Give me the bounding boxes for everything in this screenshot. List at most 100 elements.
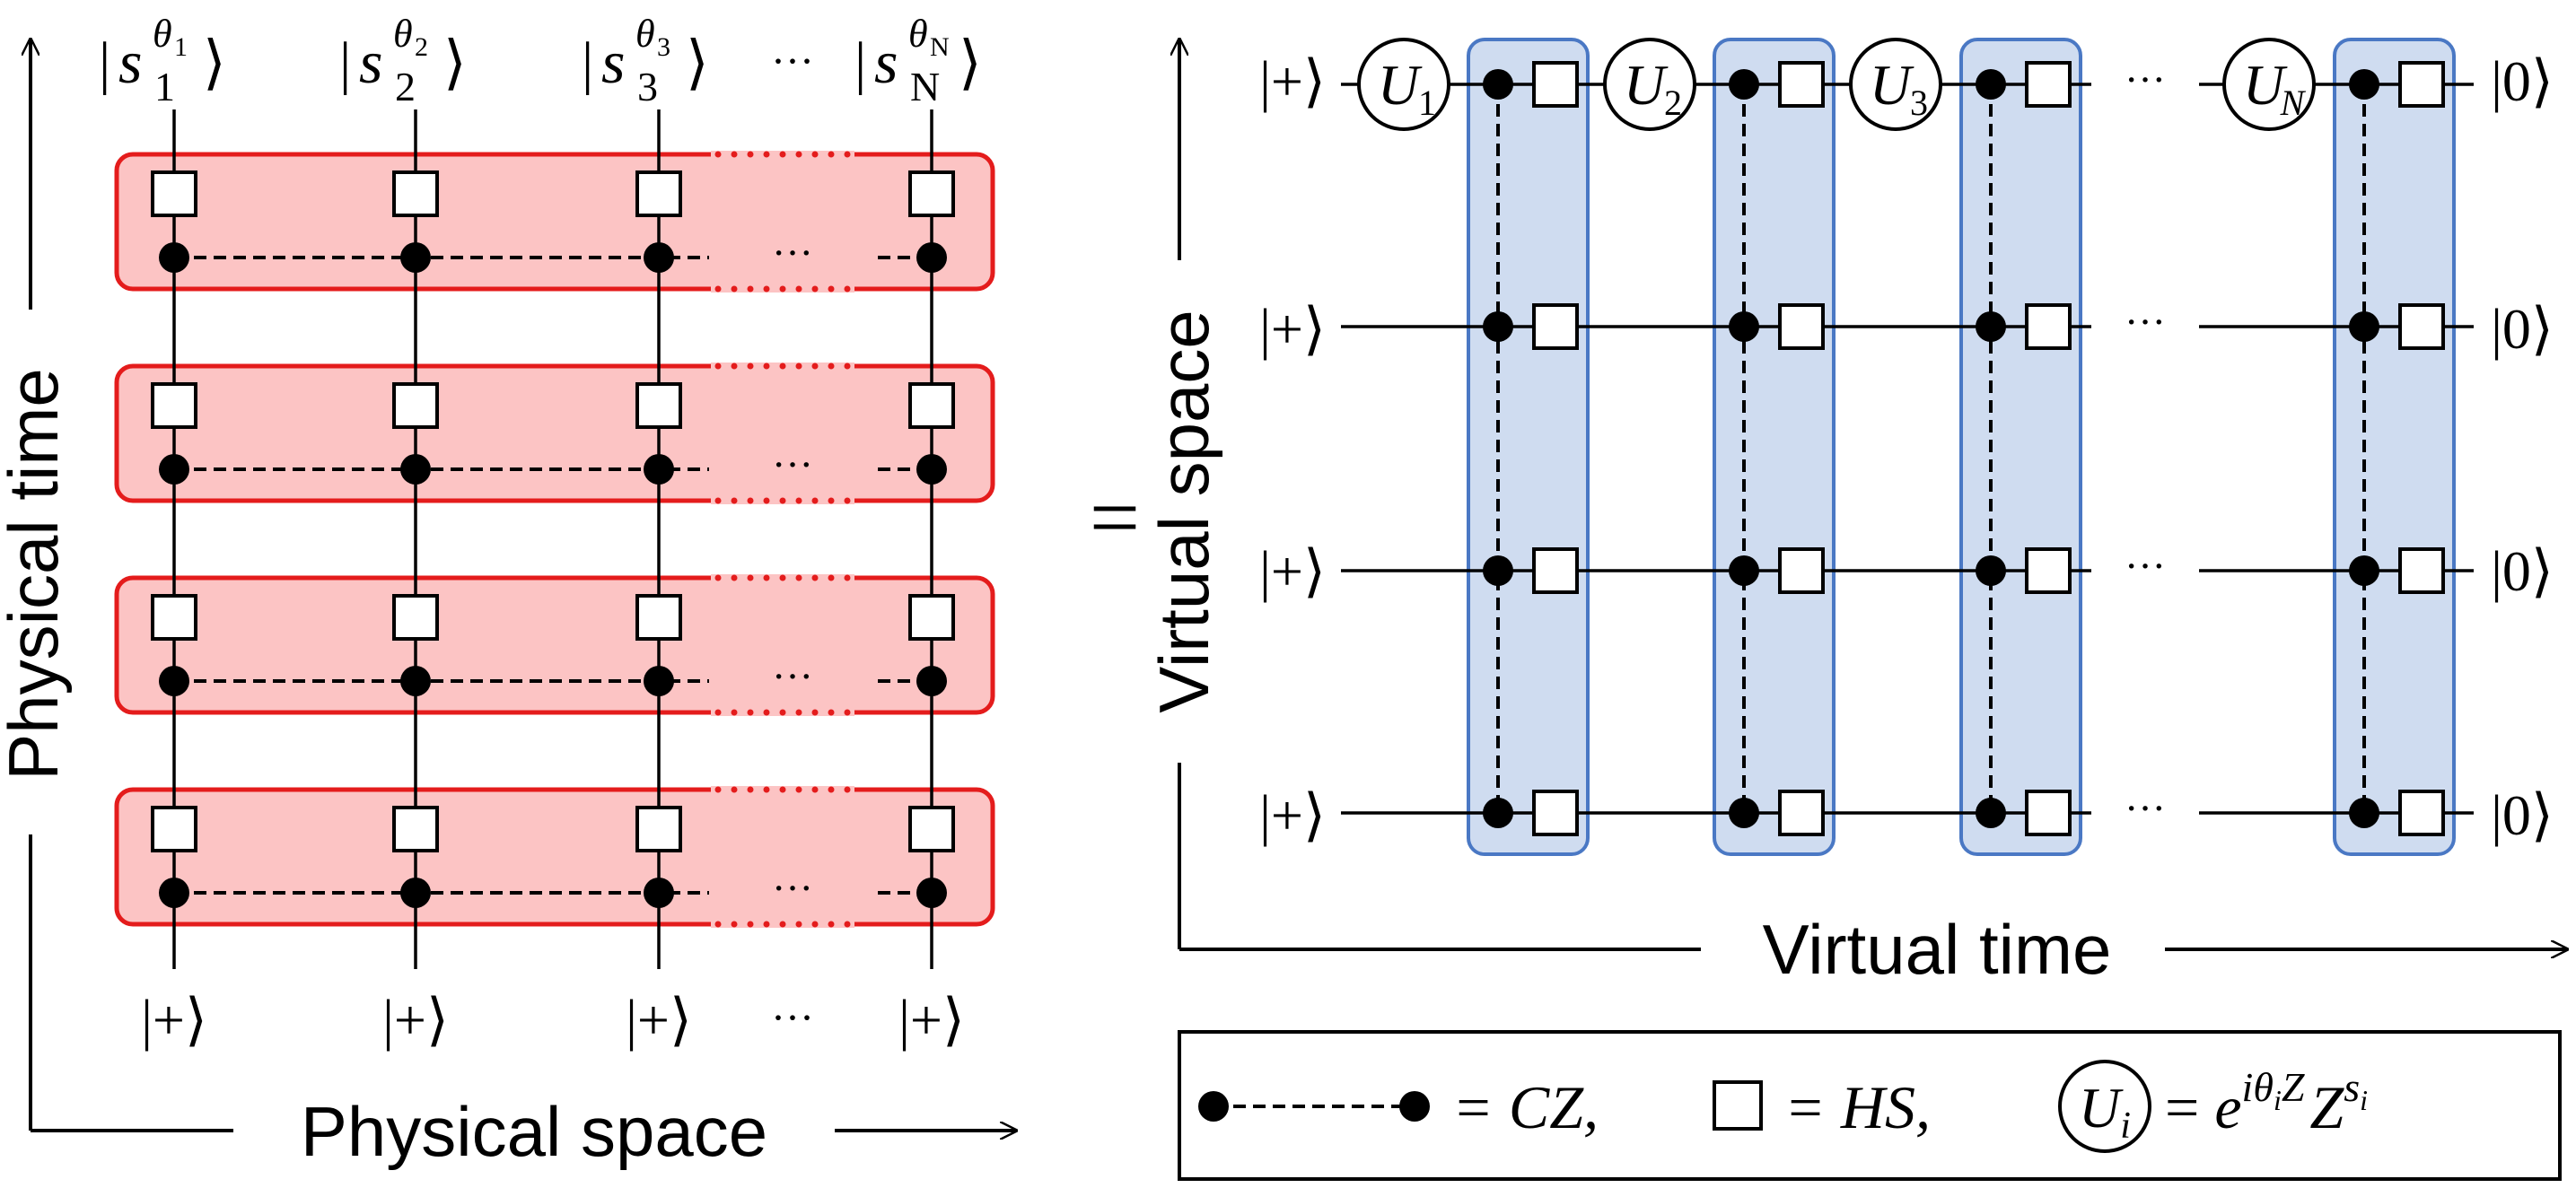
red-box-gap-dot	[714, 574, 722, 581]
red-box-gap-dot	[811, 786, 819, 793]
hs-square	[1778, 61, 1825, 108]
red-box-gap-dot	[731, 709, 738, 716]
red-box-gap-dot	[747, 786, 754, 793]
top-ket-bar-4: |	[854, 31, 866, 96]
unitary-sub-1: 1	[1418, 83, 1436, 123]
unitary-label-2: U	[1624, 53, 1669, 117]
hs-square	[2398, 303, 2445, 350]
hs-square	[151, 806, 197, 852]
red-box-gap-dot	[811, 363, 819, 370]
cz-node	[916, 242, 947, 273]
output-ket-3: |0⟩	[2491, 539, 2554, 603]
red-box-gap-dot	[779, 709, 786, 716]
cz-node	[159, 454, 189, 485]
red-box-gap-dot	[779, 574, 786, 581]
red-box-row-3	[114, 575, 995, 715]
red-box-gap-dot	[811, 574, 819, 581]
unitary-label-3: U	[1870, 53, 1914, 117]
red-box-gap-dot	[763, 709, 770, 716]
top-ket-sup-2: θ	[393, 12, 413, 56]
unitary-sub-3: 3	[1910, 83, 1928, 123]
equals-sign: =	[1090, 467, 1140, 567]
hs-square	[908, 806, 955, 852]
legend-unitary-circle	[2058, 1060, 2151, 1153]
legend-unitary-base: U	[2079, 1076, 2124, 1140]
hs-square	[2398, 790, 2445, 836]
cz-node	[1976, 69, 2006, 100]
blue-box-1	[1467, 38, 1590, 856]
hs-square	[151, 594, 197, 641]
unitary-sub-4: N	[2280, 83, 2307, 123]
cz-node	[644, 454, 674, 485]
top-ket-angle-1: ⟩	[203, 31, 226, 96]
hs-square	[2398, 547, 2445, 594]
blue-column-boxes	[1467, 38, 2456, 856]
red-box-gap-dot	[795, 363, 802, 370]
red-box-gap-dot	[795, 786, 802, 793]
red-box-gap-dot	[731, 574, 738, 581]
top-ket-bar-3: |	[582, 31, 593, 96]
red-box-gap-dots	[711, 151, 854, 928]
unitary-sub-2: 2	[1664, 83, 1682, 123]
input-ket-1: |+⟩	[1259, 49, 1326, 113]
legend-def-z-exp: s	[2344, 1064, 2360, 1110]
row-ellipsis-2: ···	[772, 441, 813, 487]
red-box-gap-dot	[828, 151, 835, 158]
bottom-ket-1: |+⟩	[141, 988, 207, 1052]
bottom-ket-3: |+⟩	[626, 988, 692, 1052]
red-box-gap-dot	[763, 921, 770, 928]
input-ket-4: |+⟩	[1259, 783, 1326, 847]
hs-square	[2398, 61, 2445, 108]
virtual-row-ellipsis-1: ···	[2125, 57, 2166, 102]
legend-unitary-sub: i	[2120, 1105, 2131, 1147]
legend-def-eq: =	[2165, 1073, 2214, 1141]
red-box-gap-dot	[844, 285, 851, 293]
top-ket-symbol-1: s	[118, 28, 142, 96]
legend-hs-text: = HS,	[1784, 1073, 1931, 1141]
hs-square	[1532, 790, 1579, 836]
red-box-gap-dot	[795, 151, 802, 158]
top-ket-supsub-2: 2	[415, 32, 428, 62]
cz-node	[400, 878, 431, 908]
red-box-gap-dot	[828, 497, 835, 504]
cz-node	[159, 242, 189, 273]
legend-cz-node-right	[1399, 1091, 1430, 1122]
virtual-axes	[1179, 39, 2567, 949]
virtual-row-ellipses: ············	[2125, 57, 2166, 831]
top-ket-symbol-2: s	[359, 28, 382, 96]
hs-square	[1532, 547, 1579, 594]
top-ket-bar-1: |	[99, 31, 110, 96]
hs-square	[635, 594, 682, 641]
cz-node	[2349, 311, 2379, 342]
hs-square	[635, 806, 682, 852]
red-box-gap-dot	[779, 786, 786, 793]
red-box-gap-dot	[763, 285, 770, 293]
top-ket-sub-4: N	[910, 64, 940, 109]
red-box-gap-dot	[731, 363, 738, 370]
red-box-gap-dot	[795, 921, 802, 928]
red-box-gap-dot	[714, 709, 722, 716]
red-box-gap-dot	[731, 151, 738, 158]
cz-node	[2349, 555, 2379, 586]
red-box-gap-dot	[714, 363, 722, 370]
physical-axes	[31, 39, 1016, 1131]
unitary-label-4: U	[2243, 53, 2288, 117]
cz-node	[159, 878, 189, 908]
red-box-gap-dot	[844, 709, 851, 716]
red-box-gap-dot	[731, 497, 738, 504]
hs-square	[392, 806, 439, 852]
hs-square	[635, 170, 682, 217]
red-box-gap-dot	[795, 574, 802, 581]
cz-node	[916, 666, 947, 696]
row-ellipsis-4: ···	[772, 865, 813, 911]
legend-cz-text: = CZ,	[1452, 1073, 1599, 1141]
hs-square	[908, 382, 955, 429]
top-ket-sub-3: 3	[637, 64, 658, 109]
red-box-gap-dot	[828, 921, 835, 928]
red-box-gap-dot	[714, 786, 722, 793]
row-ellipsis-1: ···	[772, 230, 813, 275]
bottom-ket-ellipsis: ···	[771, 994, 814, 1042]
